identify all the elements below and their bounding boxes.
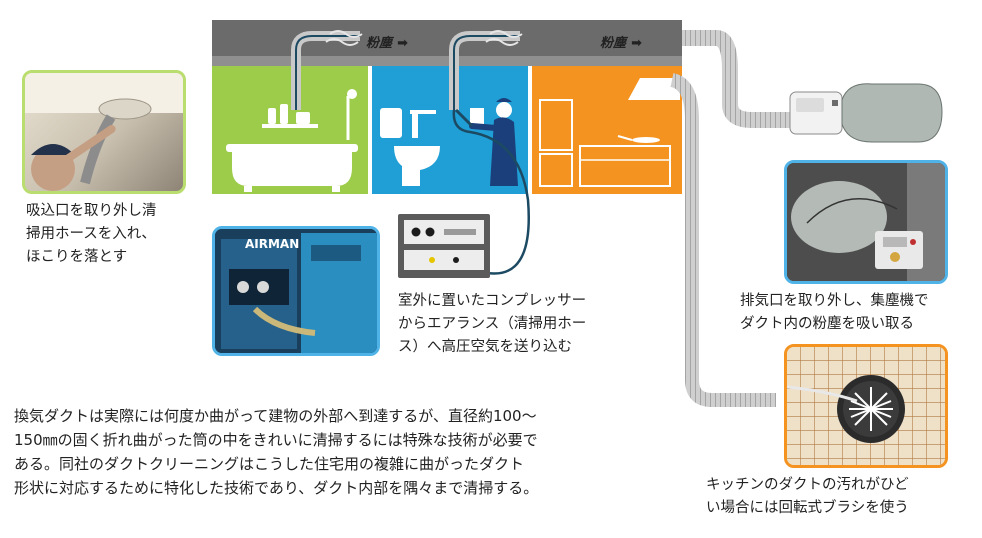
dust-label-text: 粉塵 bbox=[366, 36, 393, 51]
exhaust-illustration bbox=[787, 163, 945, 281]
exhaust-flex-duct bbox=[682, 30, 790, 128]
room-bathroom bbox=[212, 66, 368, 194]
paragraph-line: 換気ダクトは実際には何度か曲がって建物の外部へ到達するが、直径約100〜 bbox=[14, 407, 537, 425]
ceiling-duct bbox=[212, 20, 682, 56]
compressor-brand: AIRMAN bbox=[245, 237, 300, 251]
paragraph-line: ある。同社のダクトクリーニングはこうした住宅用の複雑に曲がったダクト bbox=[14, 455, 525, 473]
kitchen-flex-duct bbox=[669, 73, 776, 407]
caption-line: 排気口を取り外し、集塵機で bbox=[740, 293, 929, 309]
photo-intake bbox=[22, 70, 186, 194]
caption-line: い場合には回転式ブラシを使う bbox=[706, 500, 909, 516]
brush-illustration bbox=[787, 347, 945, 465]
dust-label-text: 粉塵 bbox=[600, 36, 627, 51]
photo-exhaust bbox=[784, 160, 948, 284]
caption-line: 室外に置いたコンプレッサー bbox=[398, 293, 587, 309]
caption-line: 掃用ホースを入れ、 bbox=[26, 226, 156, 242]
paragraph-line: 形状に対応するために特化した技術であり、ダクト内部を隅々まで清掃する。 bbox=[14, 479, 539, 497]
dust-flow-label-2: 粉塵 ➡ bbox=[600, 32, 642, 51]
compressor-panel bbox=[398, 214, 490, 278]
compressor-illustration bbox=[215, 229, 377, 353]
caption-intake: 吸込口を取り外し清 掃用ホースを入れ、 ほこりを落とす bbox=[26, 200, 157, 269]
room-kitchen bbox=[532, 66, 682, 194]
caption-line: キッチンのダクトの汚れがひど bbox=[706, 477, 909, 493]
caption-line: ス）へ高圧空気を送り込む bbox=[398, 339, 572, 355]
arrow-right-icon: ➡ bbox=[631, 36, 643, 51]
caption-kitchen: キッチンのダクトの汚れがひど い場合には回転式ブラシを使う bbox=[706, 474, 909, 520]
caption-line: ほこりを落とす bbox=[26, 249, 128, 265]
photo-brush bbox=[784, 344, 948, 468]
description-paragraph: 換気ダクトは実際には何度か曲がって建物の外部へ到達するが、直径約100〜 150… bbox=[14, 404, 538, 500]
caption-compressor: 室外に置いたコンプレッサー からエアランス（清掃用ホー ス）へ高圧空気を送り込む bbox=[398, 290, 586, 359]
caption-line: 吸込口を取り外し清 bbox=[26, 203, 157, 219]
caption-line: ダクト内の粉塵を吸い取る bbox=[740, 316, 914, 332]
photo-compressor: AIRMAN bbox=[212, 226, 380, 356]
caption-exhaust: 排気口を取り外し、集塵機で ダクト内の粉塵を吸い取る bbox=[740, 290, 929, 336]
arrow-right-icon: ➡ bbox=[397, 36, 409, 51]
intake-illustration bbox=[25, 73, 183, 191]
dust-collector bbox=[789, 83, 943, 143]
paragraph-line: 150㎜の固く折れ曲がった筒の中をきれいに清掃するには特殊な技術が必要で bbox=[14, 431, 538, 449]
caption-line: からエアランス（清掃用ホー bbox=[398, 316, 587, 332]
dust-flow-label-1: 粉塵 ➡ bbox=[366, 32, 408, 51]
